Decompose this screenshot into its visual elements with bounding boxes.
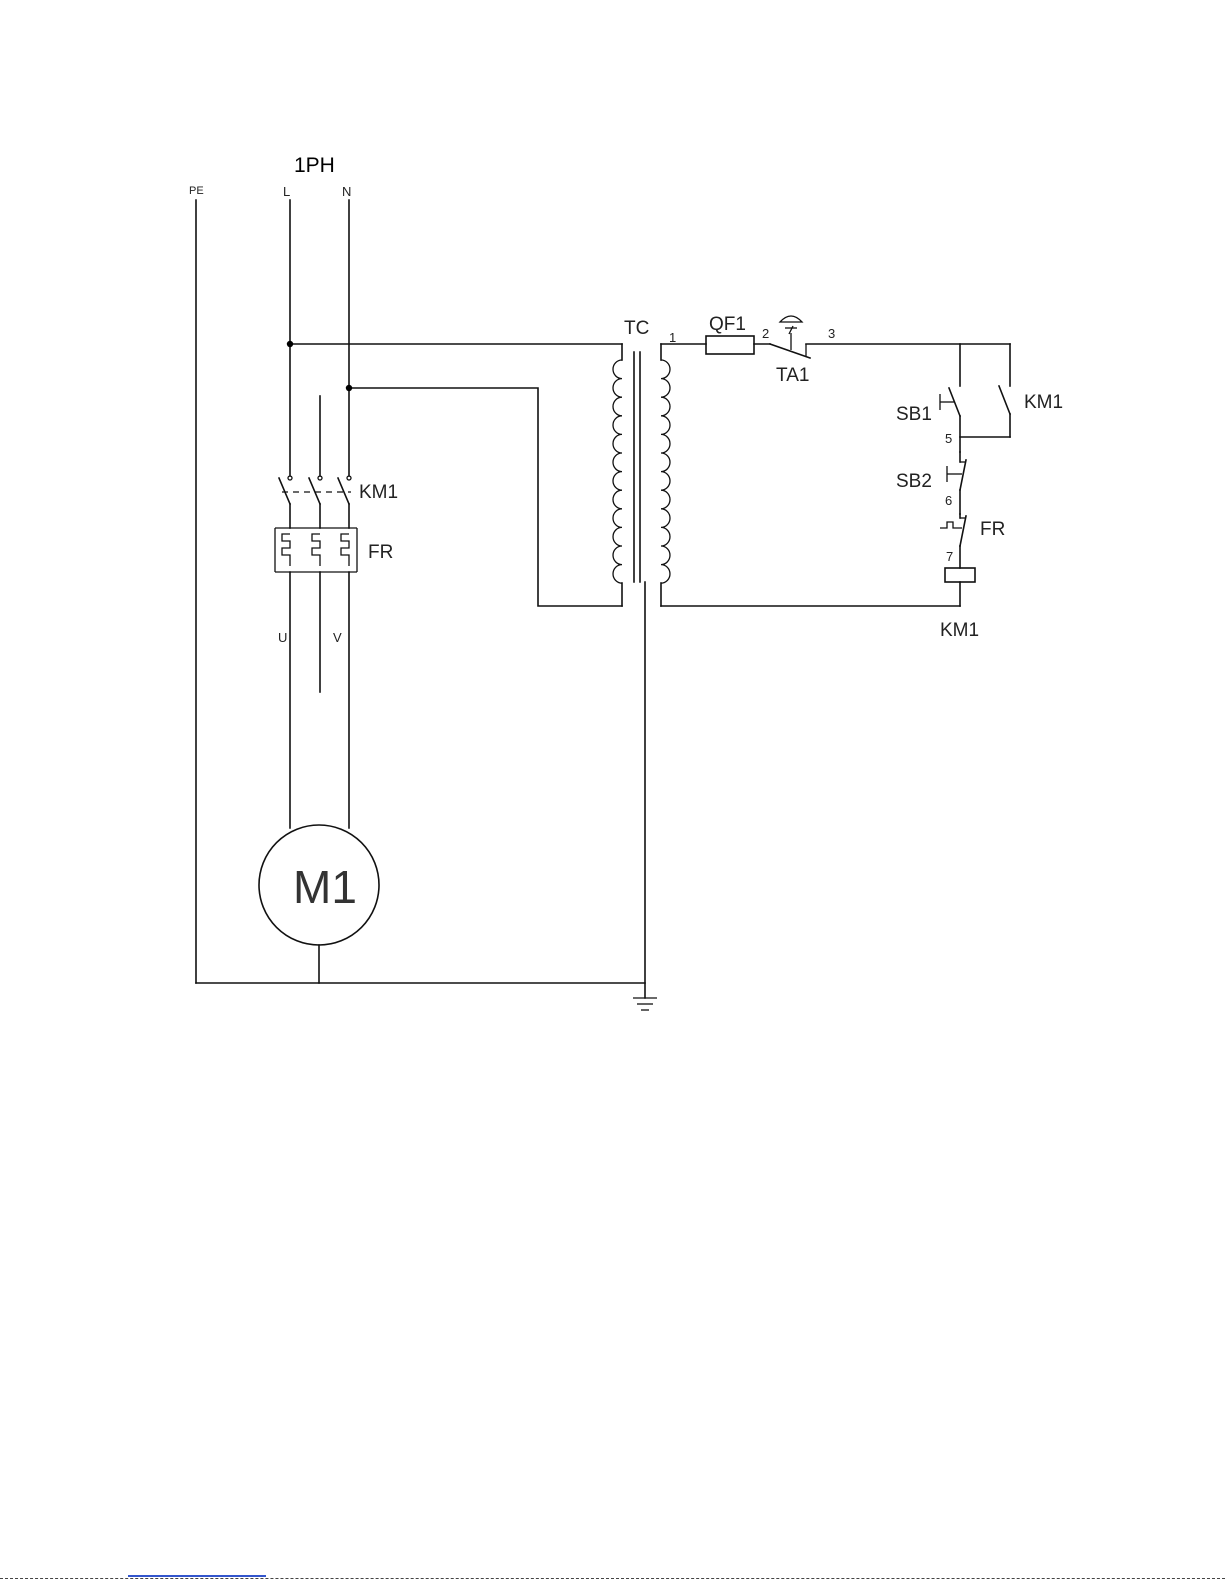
node-7-label: 7 (946, 549, 953, 564)
motor-label: M1 (293, 861, 357, 913)
ground-symbol (633, 582, 657, 1010)
fr-overload-contact-label: FR (980, 519, 1005, 540)
fr-overload-relay (275, 528, 357, 572)
ta1-emergency-stop (770, 316, 810, 358)
km1-main-contacts (279, 476, 351, 528)
km1-coil-label: KM1 (940, 620, 979, 641)
motor-lead-v-label: V (333, 630, 342, 645)
control-transformer (613, 344, 670, 606)
neutral-terminal-label: N (342, 184, 351, 199)
control-top-rail (661, 336, 1010, 354)
km1-hold-contact-label: KM1 (1024, 392, 1063, 413)
node-5-label: 5 (945, 431, 952, 446)
neutral-junction-dot (346, 385, 352, 391)
footer-link-underline (128, 1575, 266, 1577)
sb1-start-button-label: SB1 (896, 404, 932, 425)
node-2-label: 2 (762, 326, 769, 341)
footer-divider (0, 1578, 1225, 1579)
neutral-conductor (346, 200, 622, 828)
fr-overload-relay-label: FR (368, 542, 393, 563)
transformer-label: TC (624, 318, 649, 339)
sb2-stop-button-label: SB2 (896, 471, 932, 492)
pe-conductor (196, 200, 645, 983)
km1-main-contacts-label: KM1 (359, 482, 398, 503)
node-1-label: 1 (669, 330, 676, 345)
line-junction-dot (287, 341, 293, 347)
pe-terminal-label: PE (189, 185, 204, 197)
line-conductor (287, 200, 622, 828)
line-terminal-label: L (283, 184, 290, 199)
node-6-label: 6 (945, 493, 952, 508)
motor-lead-u-label: U (278, 630, 287, 645)
qf1-breaker-label: QF1 (709, 314, 746, 335)
qf1-breaker-body (706, 336, 754, 354)
ta1-emergency-stop-label: TA1 (776, 365, 809, 386)
km1-hold-contact (960, 344, 1010, 437)
km1-coil (945, 568, 975, 606)
diagram-title: 1PH (294, 154, 335, 177)
node-3-label: 3 (828, 326, 835, 341)
